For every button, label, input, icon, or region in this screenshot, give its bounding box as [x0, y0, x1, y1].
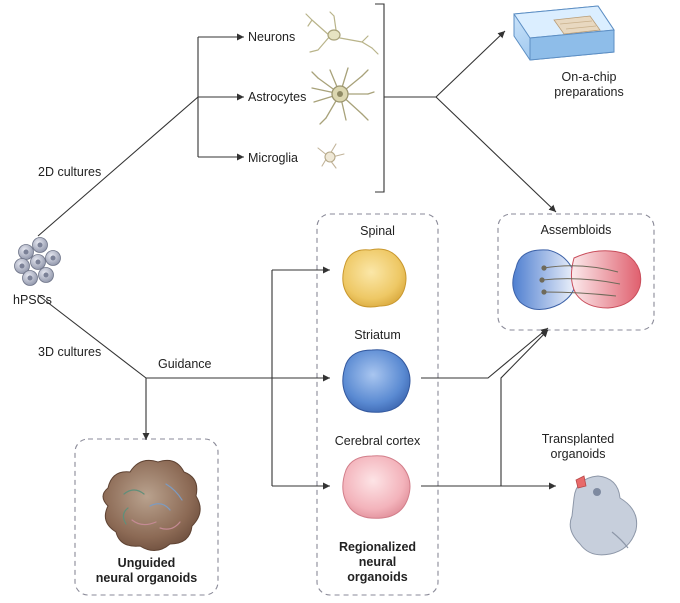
astrocytes-label: Astrocytes: [248, 90, 307, 104]
regionalized-caption-line1: Regionalized: [338, 540, 417, 554]
regionalized-caption-line3: organoids: [347, 570, 408, 584]
connectors: [37, 3, 557, 490]
hpsc-cells-icon: [14, 237, 61, 286]
regionalized-caption-line2: neural: [358, 555, 397, 569]
branch-2d-label: 2D cultures: [38, 165, 102, 179]
on-chip-label-line2: preparations: [554, 85, 624, 99]
assembloids-label: Assembloids: [540, 223, 612, 237]
assembloids-box: [497, 213, 655, 331]
microglia-label: Microglia: [248, 151, 299, 165]
spinal-label: Spinal: [360, 224, 395, 238]
neuron-icon: [305, 11, 379, 55]
unguided-texture: [122, 483, 183, 530]
spinal-organoid: [342, 248, 407, 308]
assembloid-icon: [512, 249, 642, 310]
unguided-caption-line1: Unguided: [117, 556, 176, 570]
guidance-label: Guidance: [158, 357, 212, 371]
astrocyte-icon: [311, 67, 375, 125]
transplanted-label-line2: organoids: [550, 447, 606, 461]
branch-3d-label: 3D cultures: [38, 345, 102, 359]
chip-icon: [513, 5, 615, 61]
cortex-label: Cerebral cortex: [334, 434, 421, 448]
neurons-label: Neurons: [248, 30, 296, 44]
striatum-organoid: [342, 349, 411, 413]
regionalized-box: [316, 213, 439, 596]
striatum-label: Striatum: [354, 328, 401, 342]
unguided-caption-line2: neural organoids: [95, 571, 198, 585]
hpsc-label: hPSCs: [13, 293, 52, 307]
on-chip-label-line1: On-a-chip: [561, 70, 617, 84]
cortex-organoid: [342, 455, 411, 519]
microglia-icon: [317, 143, 345, 169]
transplanted-label-line1: Transplanted: [541, 432, 615, 446]
transplant-animal-icon: [569, 475, 638, 556]
